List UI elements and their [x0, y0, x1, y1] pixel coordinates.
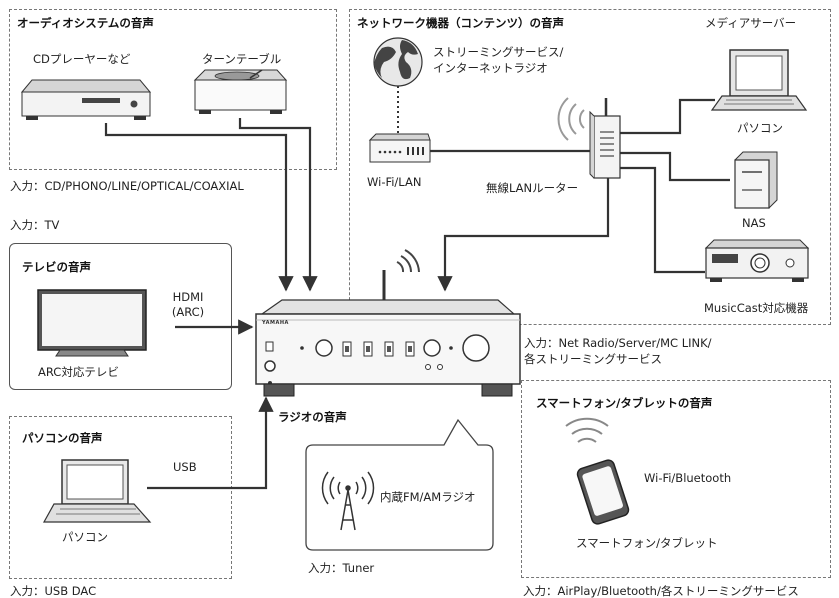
pc-laptop-icon	[42, 459, 152, 523]
router-to-musiccast-line	[620, 166, 705, 274]
pc-audio-title: パソコンの音声	[22, 431, 103, 445]
router-to-pc-line	[620, 98, 715, 135]
network-title: ネットワーク機器（コンテンツ）の音声	[357, 16, 564, 30]
audio-system-input-label: 入力：CD/PHONO/LINE/OPTICAL/COAXIAL	[10, 179, 244, 193]
network-group	[349, 9, 831, 325]
tv-group	[9, 243, 232, 390]
network-input-label-1: 入力：Net Radio/Server/MC LINK/	[524, 336, 712, 350]
smartphone-input-label: 入力：AirPlay/Bluetooth/各ストリーミングサービス	[523, 584, 799, 598]
pc-audio-input-label: 入力：USB DAC	[10, 584, 97, 598]
phone-wifi-waves	[565, 417, 609, 443]
cd-player-icon	[20, 79, 152, 120]
nas-label: NAS	[742, 216, 766, 230]
audio-system-group	[9, 9, 337, 170]
amplifier-brand-logo: YAMAHA	[262, 320, 289, 326]
musiccast-label: MusicCast対応機器	[704, 301, 809, 315]
turntable-icon	[193, 69, 288, 114]
smartphone-group	[521, 380, 831, 578]
router-label: 無線LANルーター	[486, 181, 579, 195]
streaming-label-1: ストリーミングサービス/	[433, 45, 564, 59]
smartphone-icon	[565, 417, 630, 525]
musiccast-device-icon	[704, 239, 810, 282]
amp-wifi-waves	[396, 249, 420, 273]
router-to-amp-line	[437, 178, 610, 292]
smartphone-device-label: スマートフォン/タブレット	[576, 536, 718, 550]
arc-label: (ARC)	[171, 305, 205, 319]
turntable-label: ターンテーブル	[202, 52, 282, 66]
lan-adapter-label: Wi-Fi/LAN	[367, 175, 422, 189]
audio-system-title: オーディオシステムの音声	[17, 16, 154, 30]
radio-title: ラジオの音声	[278, 410, 347, 424]
tv-device-label: ARC対応テレビ	[38, 365, 119, 379]
network-input-label-2: 各ストリーミングサービス	[524, 352, 662, 366]
radio-input-label: 入力：Tuner	[308, 561, 375, 575]
network-pc-label: パソコン	[737, 121, 783, 135]
pc-to-amp-line	[147, 396, 274, 490]
radio-bubble	[305, 418, 494, 551]
pc-audio-group	[9, 416, 232, 579]
nas-icon	[734, 151, 778, 209]
media-server-label: メディアサーバー	[705, 16, 797, 30]
streaming-label-2: インターネットラジオ	[433, 61, 548, 75]
pc-device-label: パソコン	[62, 530, 108, 544]
globe-icon	[373, 37, 423, 87]
media-server-pc-icon	[710, 49, 808, 111]
tuner-label: 内蔵FM/AMラジオ	[380, 490, 476, 504]
amplifier-icon	[255, 249, 521, 397]
smartphone-connection-label: Wi-Fi/Bluetooth	[644, 471, 732, 485]
smartphone-title: スマートフォン/タブレットの音声	[536, 396, 713, 410]
router-icon	[557, 97, 621, 179]
turntable-to-amp-line	[238, 118, 318, 292]
router-to-nas-line	[620, 151, 730, 182]
cd-to-amp-line	[104, 123, 294, 292]
connection-lines	[104, 98, 730, 490]
hdmi-label: HDMI	[172, 290, 204, 304]
tv-input-label: 入力：TV	[10, 218, 60, 232]
usb-label: USB	[173, 460, 197, 474]
tv-icon	[37, 289, 147, 357]
cd-player-label: CDプレーヤーなど	[33, 52, 131, 66]
lan-adapter-icon	[368, 133, 431, 163]
antenna-tower-icon	[321, 471, 375, 531]
tv-title: テレビの音声	[22, 260, 91, 274]
